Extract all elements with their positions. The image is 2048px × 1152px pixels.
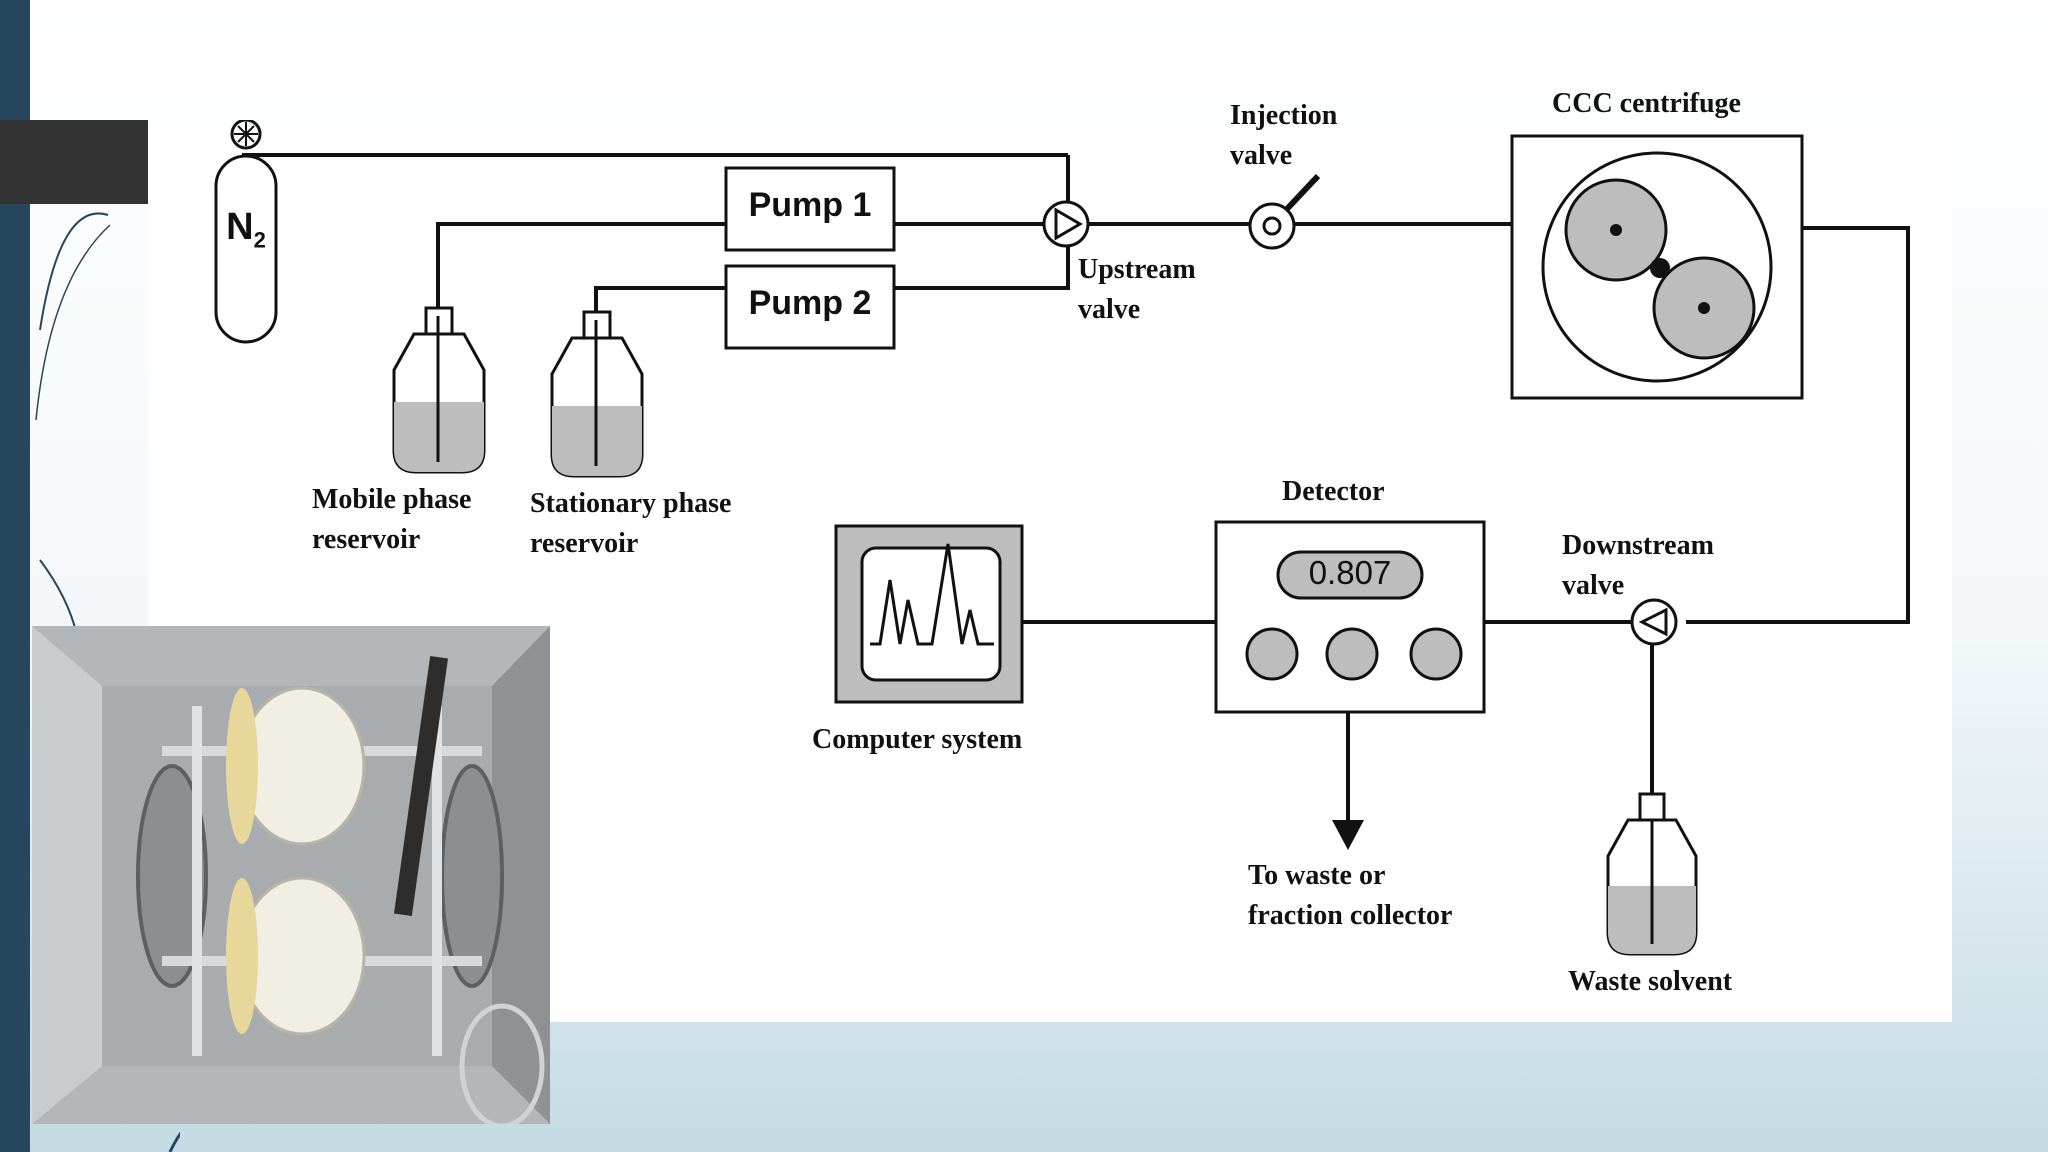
computer-system-label: Computer system — [812, 724, 1023, 755]
apparatus-illustration — [32, 626, 550, 1124]
diagram-graphics — [214, 120, 1910, 956]
chromatogram-trace — [870, 543, 994, 646]
ccc-centrifuge-icon — [1510, 134, 1804, 400]
detector-box-icon — [1214, 520, 1486, 714]
injection-valve-label: Injection valve — [1230, 100, 1338, 171]
detector-display — [1276, 550, 1424, 600]
to-waste-label: To waste or fraction collector — [1248, 860, 1453, 931]
detector-knob-3 — [1409, 627, 1463, 681]
ccc-apparatus-photo — [32, 626, 550, 1124]
mobile-phase-bottle-icon — [392, 306, 486, 474]
n2-cylinder-icon — [214, 120, 278, 344]
title-placeholder-block — [0, 120, 148, 204]
ccc-flow-diagram: N2 Pump 1 Pump 2 Injection valve CCC cen… — [148, 88, 1952, 1022]
downstream-valve-label: Downstream valve — [1562, 530, 1714, 601]
upstream-valve-label: Upstream valve — [1078, 254, 1196, 325]
downstream-valve-icon — [1630, 598, 1678, 646]
pump-1-label: Pump 1 — [748, 186, 872, 224]
pump-2-box — [724, 264, 896, 350]
waste-solvent-bottle-icon — [1606, 792, 1698, 956]
stationary-phase-bottle-icon — [550, 310, 644, 478]
detector-knob-1 — [1245, 627, 1299, 681]
return-line — [1686, 226, 1910, 624]
waste-solvent-label: Waste solvent — [1568, 966, 1733, 997]
injection-valve-icon — [1248, 173, 1321, 250]
pump-1-box — [724, 166, 896, 252]
mobile-phase-line — [436, 222, 726, 316]
n2-label: N2 — [226, 206, 266, 253]
detector-readout: 0.807 — [1308, 554, 1392, 591]
detector-label: Detector — [1282, 476, 1385, 507]
computer-monitor-icon — [834, 524, 1024, 704]
pump-2-label: Pump 2 — [748, 284, 872, 322]
stationary-phase-line — [594, 286, 726, 320]
upstream-valve-icon — [1042, 200, 1090, 248]
waste-arrow-icon — [1332, 820, 1364, 850]
centrifuge-label: CCC centrifuge — [1552, 88, 1741, 119]
mobile-phase-label: Mobile phase reservoir — [312, 484, 472, 555]
detector-knob-2 — [1325, 627, 1379, 681]
stationary-phase-label: Stationary phase reservoir — [530, 488, 732, 559]
slide-decoration — [35, 212, 180, 1152]
